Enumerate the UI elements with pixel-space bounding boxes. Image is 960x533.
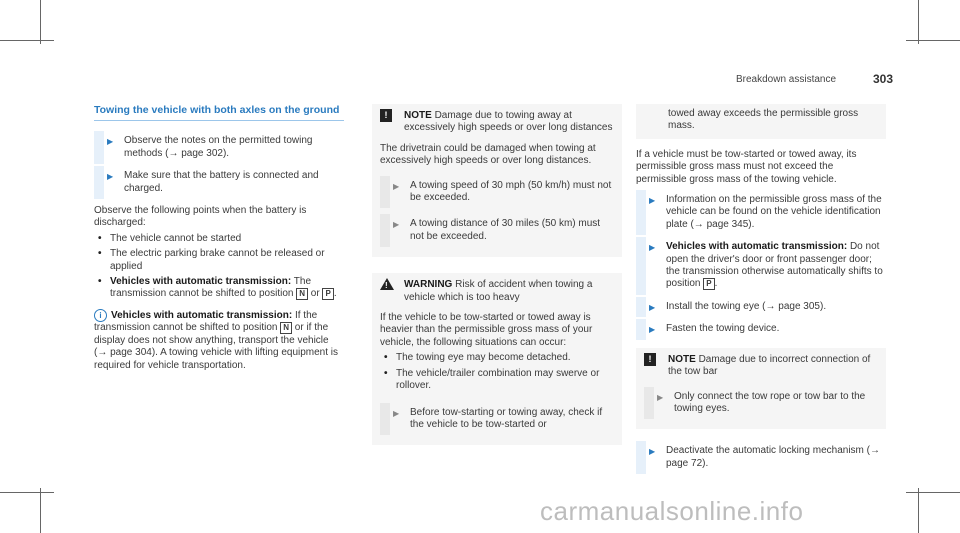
crop-mark: [918, 0, 919, 44]
bullet-text: The transmission cannot be shifted to po…: [110, 276, 312, 300]
step-text: A towing speed of 30 mph (50 km/h) must …: [410, 179, 612, 204]
step: ▶ Observe the notes on the permitted tow…: [94, 131, 344, 165]
step-arrow-icon: ▶: [649, 196, 656, 206]
bullet-text: The towing eye may become detached.: [396, 352, 571, 364]
step-arrow-icon: ▶: [657, 392, 664, 402]
crop-mark: [906, 40, 960, 41]
step-text: Information on the permissible gross mas…: [666, 194, 882, 230]
list-item: •The towing eye may become detached.: [384, 352, 571, 364]
note-box: ! NOTE Damage due to incorrect connection…: [636, 347, 886, 430]
intro-text: Observe the following points when the ba…: [94, 205, 307, 229]
gear-p-icon: P: [322, 288, 334, 301]
step: ▶ Vehicles with automatic transmission: D…: [636, 237, 886, 295]
paragraph: If a vehicle must be tow-started or towe…: [636, 148, 857, 185]
watermark: carmanualsonline.info: [540, 496, 804, 526]
bullet-text: The vehicle cannot be started: [110, 232, 242, 244]
exclamation-icon: !: [644, 352, 656, 366]
crop-mark: [40, 0, 41, 44]
step-text: Observe the notes on the permitted towin…: [124, 135, 313, 159]
step: ▶ Information on the permissible gross ma…: [636, 190, 886, 236]
step-arrow-icon: ▶: [649, 325, 656, 335]
step-arrow-icon: ▶: [393, 408, 400, 418]
page-number: 303: [873, 72, 894, 86]
step: ▶ Deactivate the automatic locking mechan…: [636, 441, 886, 474]
note-heading: ! NOTE Damage due to towing away at exces…: [380, 109, 614, 135]
step-text: Only connect the tow rope or tow bar to …: [674, 390, 866, 414]
step-text: A towing distance of 30 miles (50 km) mu…: [410, 218, 601, 242]
bold-label: Vehicles with automatic transmission:: [110, 276, 292, 288]
step-arrow-icon: ▶: [649, 302, 656, 312]
step-arrow-icon: ▶: [393, 181, 400, 191]
warning-box: ! WARNING Risk of accident when towing a …: [372, 273, 622, 446]
bold-label: Vehicles with automatic transmission:: [666, 241, 848, 253]
note-title: Damage due to towing away at excessively…: [404, 110, 613, 134]
step-text: Do not open the driver's door or front p…: [666, 241, 883, 290]
gear-p-icon: P: [703, 278, 715, 291]
warning-body: If the vehicle to be tow-started or towe…: [380, 312, 593, 348]
step-arrow-icon: ▶: [393, 220, 400, 230]
step-arrow-icon: ▶: [107, 172, 114, 182]
bullet-text: The vehicle/trailer combination may swer…: [396, 367, 600, 392]
step: ▶ Make sure that the battery is connecte…: [94, 166, 344, 199]
step: ▶ Install the towing eye (→ page 305).: [636, 296, 886, 318]
info-text: If the transmission cannot be shifted to…: [94, 309, 318, 334]
exclamation-icon: !: [380, 109, 392, 122]
list-item: •The vehicle cannot be started: [98, 232, 242, 244]
note-box: ! NOTE Damage due to towing away at exces…: [372, 104, 622, 258]
continuation-text: towed away exceeds the permissible gross…: [668, 108, 859, 132]
info-paragraph: i Vehicles with automatic transmission: I…: [94, 308, 344, 372]
gear-n-icon: N: [296, 288, 308, 301]
gear-n-icon: N: [280, 322, 292, 335]
step: ▶ Fasten the towing device.: [636, 319, 886, 341]
note-title: Damage due to incorrect connection of th…: [668, 353, 871, 378]
warning-title: Risk of accident when towing a vehicle w…: [404, 279, 593, 303]
note-heading: ! NOTE Damage due to incorrect connection…: [644, 352, 878, 379]
crop-mark: [40, 488, 41, 533]
note-body: The drivetrain could be damaged when tow…: [380, 142, 596, 167]
step: ▶ Before tow-starting or towing away, che…: [380, 402, 614, 436]
step-text: Before tow-starting or towing away, chec…: [410, 406, 603, 430]
bullet-text: or: [310, 288, 320, 300]
crop-mark: [918, 488, 919, 533]
step-text: Make sure that the battery is connected …: [124, 170, 319, 194]
crop-mark: [906, 492, 960, 493]
note-label: NOTE: [404, 110, 432, 121]
list-item: •The electric parking brake cannot be re…: [98, 248, 325, 272]
column-3: towed away exceeds the permissible gross…: [636, 104, 886, 480]
section-heading: Towing the vehicle with both axles on th…: [94, 104, 344, 122]
step: ▶ A towing distance of 30 miles (50 km) m…: [380, 214, 614, 248]
warning-continuation: towed away exceeds the permissible gross…: [636, 104, 886, 139]
column-1: Towing the vehicle with both axles on th…: [94, 104, 344, 372]
warning-heading: ! WARNING Risk of accident when towing a …: [380, 278, 614, 304]
list-item: •Vehicles with automatic transmission: T…: [98, 276, 337, 301]
column-2: ! NOTE Damage due to towing away at exces…: [372, 104, 622, 455]
warning-icon: !: [380, 278, 394, 291]
info-text: or if the display does not show anything…: [94, 322, 339, 371]
warning-label: WARNING: [404, 279, 453, 291]
step-arrow-icon: ▶: [107, 137, 114, 147]
bold-label: Vehicles with automatic transmission:: [111, 309, 293, 321]
step-text: Fasten the towing device.: [666, 323, 780, 335]
list-item: •The vehicle/trailer combination may swe…: [384, 367, 600, 392]
step: ▶ Only connect the tow rope or tow bar to…: [644, 386, 878, 420]
step-text: Deactivate the automatic locking mechani…: [666, 445, 880, 469]
step: ▶ A towing speed of 30 mph (50 km/h) must…: [380, 175, 614, 209]
note-label: NOTE: [668, 353, 696, 365]
step-text: Install the towing eye (→ page 305).: [666, 300, 827, 312]
crop-mark: [0, 40, 54, 41]
step-arrow-icon: ▶: [649, 243, 656, 253]
section-title: Breakdown assistance: [736, 74, 837, 85]
info-icon: i: [94, 308, 107, 322]
bullet-text: The electric parking brake cannot be rel…: [110, 248, 325, 272]
step-arrow-icon: ▶: [649, 447, 656, 457]
crop-mark: [0, 492, 54, 493]
